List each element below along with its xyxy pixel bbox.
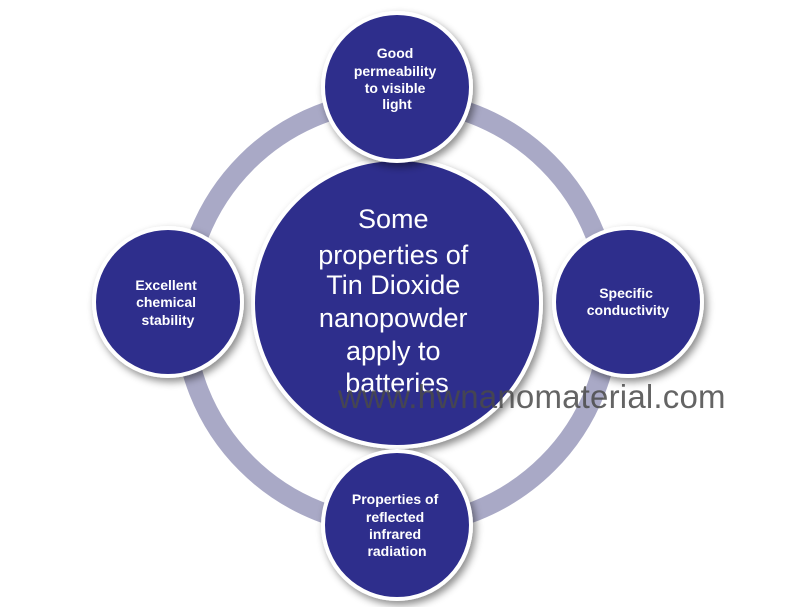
node-bottom-label-line: radiation	[367, 543, 426, 559]
node-left: Excellent chemical stability	[92, 226, 244, 378]
node-bottom-label-line: infrared	[369, 526, 421, 542]
center-node: Some properties of Tin Dioxide nanopowde…	[251, 157, 543, 449]
center-title-line: Some	[358, 204, 429, 234]
node-top-label-line: to visible	[365, 80, 426, 96]
svg-text:Properties of reflected: Properties of reflected infrared radiati…	[352, 491, 442, 559]
svg-text:Specific conductivity: Specific conductivity	[587, 285, 670, 318]
node-right-label-line: Specific	[599, 285, 653, 301]
node-left-label-line: Excellent	[135, 277, 197, 293]
node-bottom-circle	[321, 449, 473, 601]
node-top-circle	[321, 11, 473, 163]
node-top: Good permeability to visible light	[321, 11, 473, 163]
node-bottom-label-line: reflected	[366, 509, 424, 525]
node-left-circle	[92, 226, 244, 378]
node-right: Specific conductivity	[552, 226, 704, 378]
node-top-label-line: permeability	[354, 63, 437, 79]
node-right-label-line: conductivity	[587, 302, 670, 318]
node-left-label-line: chemical	[136, 294, 196, 310]
center-title-line: apply to	[346, 336, 441, 366]
svg-text:Some properties of: Some properties of Tin Dioxide nanopowde…	[318, 204, 476, 398]
svg-text:Excellent chemical: Excellent chemical stability	[135, 277, 200, 328]
node-left-label-line: stability	[142, 312, 195, 328]
node-top-label-line: light	[382, 96, 412, 112]
node-right-circle	[552, 226, 704, 378]
center-title-line: nanopowder	[319, 303, 468, 333]
watermark-text: www.hwnanomaterial.com	[338, 378, 726, 415]
center-title-line: Tin Dioxide	[326, 270, 460, 300]
node-top-label-line: Good	[377, 45, 414, 61]
node-bottom-label-line: Properties of	[352, 491, 439, 507]
center-title-line: batteries	[345, 368, 449, 398]
svg-text:Good permeability: Good permeability to visible light	[354, 45, 440, 112]
center-title-line: properties of	[318, 240, 469, 270]
node-bottom: Properties of reflected infrared radiati…	[321, 449, 473, 601]
